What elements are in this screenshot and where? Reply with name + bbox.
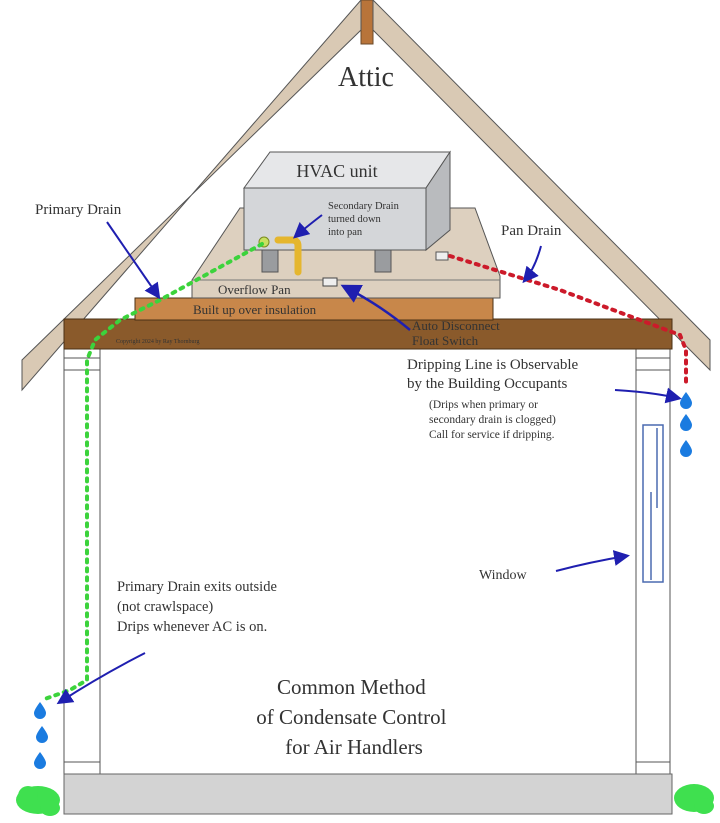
secondary-drain-label: Secondary Drain turned down into pan (328, 201, 401, 238)
copyright-label: Copyright 2024 by Ray Thornburg (116, 339, 199, 345)
grass-right (674, 784, 714, 814)
rafter-left (21, 0, 362, 392)
dripping-line-arrow (614, 387, 682, 404)
window-arrow (555, 550, 630, 572)
wall-right (635, 347, 671, 775)
primary-exit-arrow (56, 652, 146, 705)
pan-drain-arrow (522, 245, 542, 284)
ridge-post (360, 0, 374, 45)
secondary-drain-arrow (293, 214, 323, 239)
primary-drain-label: Primary Drain (35, 202, 122, 218)
drip-icon (34, 752, 46, 769)
attic-label: Attic (338, 62, 394, 93)
window-label: Window (479, 568, 528, 583)
primary-drain-line (40, 242, 264, 702)
built-up-label: Built up over insulation (193, 302, 317, 317)
rafter-right (372, 0, 711, 372)
pan-drain-fitting (435, 251, 449, 261)
primary-exit-label: Primary Drain exits outside (not crawlsp… (117, 579, 281, 635)
drip-icon (680, 440, 692, 457)
dripping-note-label: (Drips when primary or secondary drain i… (429, 399, 559, 441)
drips-left (34, 702, 48, 769)
window (642, 424, 664, 583)
dripping-line-label: Dripping Line is Observable by the Build… (407, 357, 582, 392)
hvac-unit-label: HVAC unit (296, 161, 377, 181)
drip-icon (680, 414, 692, 431)
drip-icon (36, 726, 48, 743)
ceiling-joist (63, 318, 673, 350)
diagram-title: Common Method of Condensate Control for … (256, 675, 451, 759)
overflow-pan-label: Overflow Pan (218, 282, 291, 297)
foundation-slab (63, 773, 673, 815)
secondary-drain-pipe (274, 236, 302, 276)
float-switch (322, 277, 338, 287)
pan-drain-label: Pan Drain (501, 223, 562, 239)
drips-right (680, 392, 692, 457)
drip-icon (34, 702, 46, 719)
hvac-unit (243, 150, 451, 273)
float-switch-arrow (340, 284, 411, 331)
grass-left (16, 786, 60, 816)
primary-drain-arrow (106, 221, 161, 300)
drip-icon (680, 392, 692, 409)
float-switch-label: Auto Disconnect Float Switch (412, 318, 503, 348)
wall-left (63, 347, 101, 775)
